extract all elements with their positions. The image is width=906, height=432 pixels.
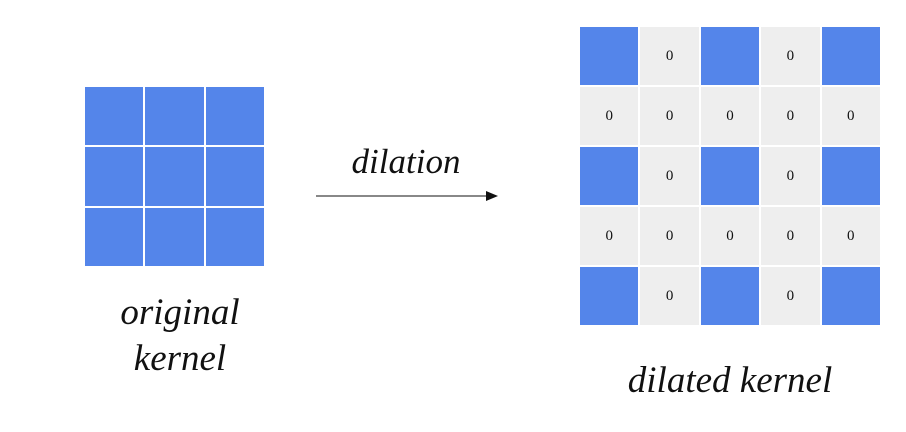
original-kernel-caption-line1: original (120, 292, 240, 333)
zero-cell: 0 (640, 147, 699, 205)
zero-cell: 0 (761, 87, 820, 145)
zero-cell: 0 (761, 207, 820, 265)
kernel-weight-cell (85, 87, 144, 146)
zero-cell: 0 (761, 27, 820, 85)
original-kernel-caption: original kernel (95, 290, 265, 382)
original-kernel-caption-line2: kernel (133, 338, 227, 379)
zero-cell: 0 (821, 207, 880, 265)
kernel-weight-cell (205, 87, 264, 146)
original-kernel-grid (85, 87, 264, 266)
zero-cell: 0 (700, 87, 760, 145)
zero-cell: 0 (580, 87, 639, 145)
zero-cell: 0 (640, 87, 699, 145)
kernel-weight-cell (205, 147, 264, 206)
kernel-weight-cell (145, 87, 204, 146)
kernel-weight-cell (85, 207, 144, 266)
dilation-arrow-head (486, 191, 498, 201)
zero-cell: 0 (640, 267, 699, 325)
kernel-weight-cell (85, 147, 144, 206)
zero-cell: 0 (640, 207, 699, 265)
kernel-weight-cell (580, 267, 639, 325)
kernel-weight-cell (821, 27, 880, 85)
dilation-label: dilation (351, 142, 461, 181)
zero-cell: 0 (640, 27, 699, 85)
zero-cell: 0 (580, 207, 639, 265)
zero-cell: 0 (761, 267, 820, 325)
kernel-weight-cell (205, 207, 264, 266)
kernel-weight-cell (145, 147, 204, 206)
kernel-weight-cell (145, 207, 204, 266)
kernel-weight-cell (580, 147, 639, 205)
dilation-arrow (316, 191, 498, 201)
kernel-weight-cell (700, 267, 760, 325)
kernel-weight-cell (580, 27, 639, 85)
kernel-weight-cell (821, 267, 880, 325)
zero-cell: 0 (700, 207, 760, 265)
zero-cell: 0 (821, 87, 880, 145)
dilated-kernel-caption: dilated kernel (627, 360, 833, 401)
kernel-weight-cell (700, 147, 760, 205)
kernel-weight-cell (700, 27, 760, 85)
zero-cell: 0 (761, 147, 820, 205)
kernel-weight-cell (821, 147, 880, 205)
